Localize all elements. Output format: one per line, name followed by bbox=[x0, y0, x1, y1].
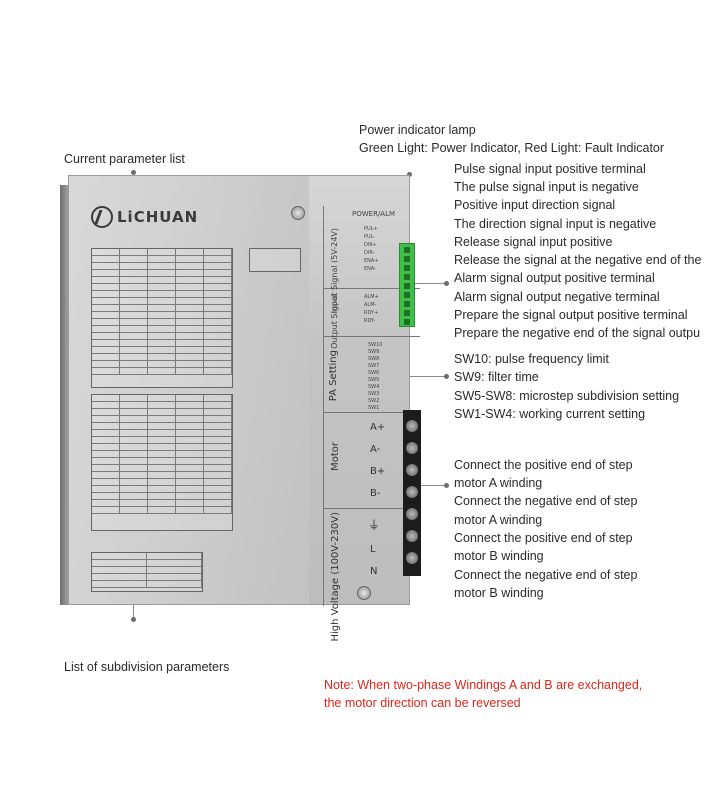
leader-line bbox=[133, 597, 134, 619]
winding-item: motor A winding bbox=[454, 513, 543, 527]
terminal-screw-icon bbox=[406, 464, 418, 476]
pin-label: DIR- bbox=[364, 250, 375, 256]
switch-label: SW2 bbox=[368, 398, 380, 404]
switch-label: SW7 bbox=[368, 363, 380, 369]
high-voltage-section: High Voltage (100V-230V) ⏚ L N bbox=[324, 508, 420, 642]
motor-terminal-label: A- bbox=[370, 444, 381, 455]
note-line-2: the motor direction can be reversed bbox=[324, 696, 521, 710]
winding-item: motor B winding bbox=[454, 549, 544, 563]
brand-name: LiCHUAN bbox=[117, 208, 199, 226]
motor-terminal-label: B- bbox=[370, 488, 381, 499]
switch-item: SW10: pulse frequency limit bbox=[454, 352, 609, 366]
leader-line bbox=[412, 485, 448, 486]
power-lamp-label: Power indicator lamp bbox=[359, 123, 476, 137]
signal-item: Alarm signal output negative terminal bbox=[454, 290, 660, 304]
note-line-1: Note: When two-phase Windings A and B ar… bbox=[324, 678, 643, 692]
terminal-screw-icon bbox=[406, 420, 418, 432]
winding-item: Connect the positive end of step bbox=[454, 458, 633, 472]
signal-item: Prepare the signal output positive termi… bbox=[454, 308, 688, 322]
current-list-label: Current parameter list bbox=[64, 152, 185, 166]
signal-item: Release signal input positive bbox=[454, 235, 613, 249]
power-lamp-desc: Green Light: Power Indicator, Red Light:… bbox=[359, 141, 665, 155]
pin-label: ENA- bbox=[364, 266, 377, 272]
pa-setting-section: PA Setting SW10 SW9 SW8 SW7 SW6 SW5 SW4 … bbox=[324, 336, 420, 413]
terminal-screw-icon bbox=[406, 552, 418, 564]
subdivision-list-label: List of subdivision parameters bbox=[64, 660, 230, 674]
signal-item: Pulse signal input positive terminal bbox=[454, 162, 646, 176]
ground-icon: ⏚ bbox=[368, 518, 381, 532]
pin-label: PUL+ bbox=[364, 226, 378, 232]
winding-item: Connect the negative end of step bbox=[454, 568, 638, 582]
power-alm-label: POWER/ALM bbox=[352, 210, 396, 218]
power-terminal-label: L bbox=[370, 544, 376, 555]
switch-label: SW1 bbox=[368, 405, 380, 411]
switch-label: SW6 bbox=[368, 370, 380, 376]
pin-label: ENA+ bbox=[364, 258, 379, 264]
winding-item: Connect the positive end of step bbox=[454, 531, 633, 545]
motor-label: Motor bbox=[330, 442, 341, 471]
pin-label: DIR+ bbox=[364, 242, 377, 248]
subdivision-parameter-table bbox=[91, 394, 233, 531]
power-terminal-block bbox=[403, 410, 421, 576]
switch-label: SW4 bbox=[368, 384, 380, 390]
motor-section: Motor A+ A- B+ B- bbox=[324, 412, 420, 509]
screw-icon bbox=[357, 586, 371, 600]
current-parameter-table bbox=[91, 248, 233, 388]
leader-dot bbox=[407, 172, 412, 177]
terminal-panel: POWER/ALM Input Signal (5V-24V) PUL+ PUL… bbox=[323, 206, 420, 642]
leader-dot bbox=[131, 170, 136, 175]
signal-item: The direction signal input is negative bbox=[454, 217, 657, 231]
terminal-screw-icon bbox=[406, 530, 418, 542]
switch-item: SW9: filter time bbox=[454, 370, 539, 384]
stepper-driver: LiCHUAN bbox=[60, 175, 421, 642]
leader-line bbox=[410, 283, 448, 284]
winding-item: motor A winding bbox=[454, 476, 543, 490]
screw-icon bbox=[291, 206, 305, 220]
pin-label: ALM+ bbox=[364, 294, 379, 300]
switch-item: SW5-SW8: microstep subdivision setting bbox=[454, 389, 680, 403]
signal-item: Alarm signal output positive terminal bbox=[454, 271, 655, 285]
device-faceplate: LiCHUAN bbox=[68, 175, 421, 642]
switch-label: SW10 bbox=[368, 342, 383, 348]
motor-terminal-label: B+ bbox=[370, 466, 386, 477]
terminal-screw-icon bbox=[406, 442, 418, 454]
switch-item: SW1-SW4: working current setting bbox=[454, 407, 646, 421]
power-terminal-label: N bbox=[370, 566, 378, 577]
winding-item: motor B winding bbox=[454, 586, 544, 600]
signal-connector bbox=[399, 243, 415, 327]
leader-dot bbox=[444, 281, 449, 286]
signal-item: Release the signal at the negative end o… bbox=[454, 253, 702, 267]
input-signal-section: Input Signal (5V-24V) PUL+ PUL- DIR+ DIR… bbox=[324, 220, 420, 313]
pin-label: PUL- bbox=[364, 234, 376, 240]
leader-dot bbox=[444, 374, 449, 379]
motor-terminal-label: A+ bbox=[370, 422, 386, 433]
leader-line bbox=[404, 376, 448, 377]
switch-label: SW5 bbox=[368, 377, 380, 383]
switch-label: SW3 bbox=[368, 391, 380, 397]
terminal-screw-icon bbox=[406, 508, 418, 520]
terminal-screw-icon bbox=[406, 486, 418, 498]
switch-label: SW9 bbox=[368, 349, 380, 355]
signal-item: Prepare the negative end of the signal o… bbox=[454, 326, 701, 340]
pin-label: ALM- bbox=[364, 302, 377, 308]
switch-label: SW8 bbox=[368, 356, 380, 362]
logo-icon bbox=[91, 206, 113, 228]
pin-label: RDY+ bbox=[364, 310, 379, 316]
high-voltage-label: High Voltage (100V-230V) bbox=[330, 512, 341, 642]
alarm-table bbox=[91, 552, 203, 592]
leader-dot bbox=[131, 617, 136, 622]
wiring-diagram bbox=[249, 248, 301, 272]
pin-label: RDY- bbox=[364, 318, 376, 324]
pa-setting-label: PA Setting bbox=[328, 350, 339, 402]
output-signal-section: Output Signal ALM+ ALM- RDY+ RDY- bbox=[324, 288, 420, 349]
winding-item: Connect the negative end of step bbox=[454, 494, 638, 508]
signal-item: The pulse signal input is negative bbox=[454, 180, 639, 194]
brand-logo: LiCHUAN bbox=[91, 206, 198, 228]
leader-dot bbox=[444, 483, 449, 488]
signal-item: Positive input direction signal bbox=[454, 198, 616, 212]
